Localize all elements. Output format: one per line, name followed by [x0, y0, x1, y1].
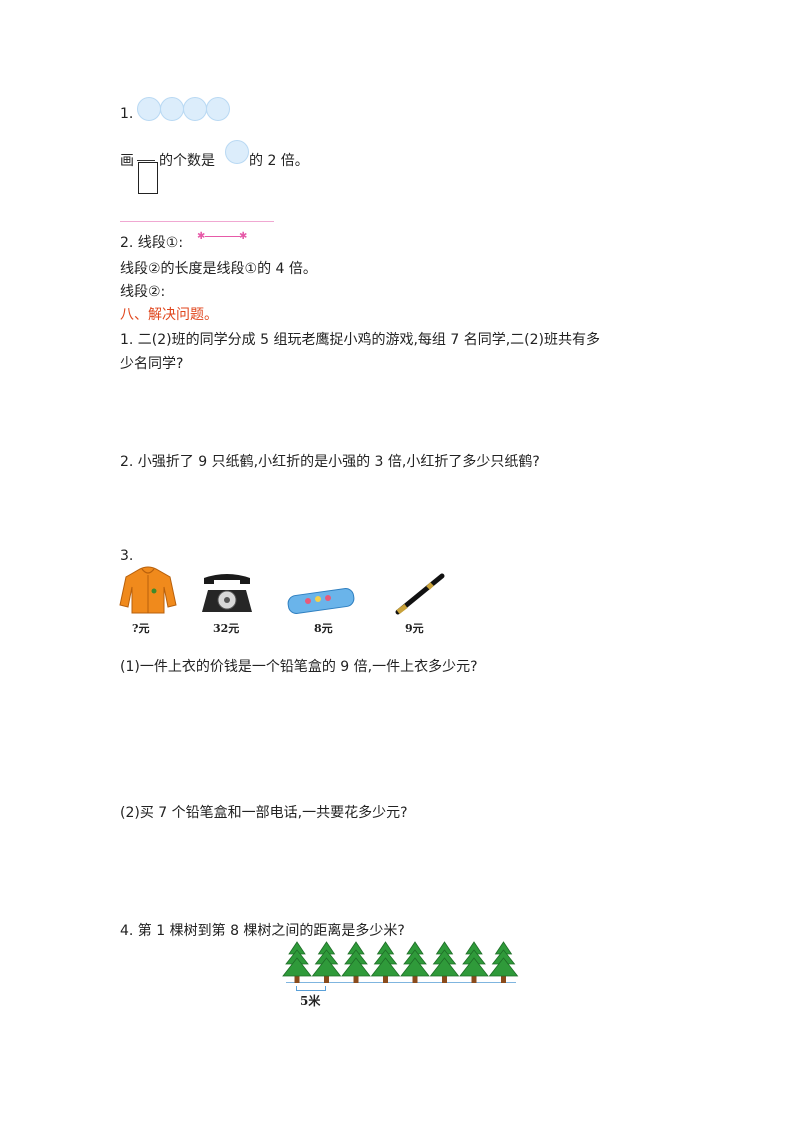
telephone-icon [198, 572, 256, 616]
tree-icon [400, 941, 430, 983]
segment-line [205, 236, 240, 237]
q2-line1-label: 2. 线段①: [120, 235, 184, 251]
tree-icon [282, 941, 312, 983]
jacket-icon [118, 565, 178, 615]
tree-icon [370, 941, 401, 983]
item-price: 9元 [405, 622, 424, 635]
distance-bracket [296, 986, 326, 991]
q1-number: 1. [120, 106, 134, 122]
problem-3-question-1: (1)一件上衣的价钱是一个铅笔盒的 9 倍,一件上衣多少元? [120, 659, 478, 675]
circle-icon [206, 97, 230, 121]
item-price: ?元 [132, 622, 150, 635]
star-icon: ✱ [197, 231, 206, 242]
tree-icon [341, 941, 371, 983]
trees [282, 941, 519, 983]
tree-icon [488, 941, 519, 983]
blank-line [137, 160, 155, 161]
q1-draw-middle: 的个数是 [159, 153, 215, 169]
pen-icon [392, 570, 446, 616]
circle-icon [183, 97, 207, 121]
item-price: 8元 [314, 622, 333, 635]
problem-2: 2. 小强折了 9 只纸鹤,小红折的是小强的 3 倍,小红折了多少只纸鹤? [120, 454, 540, 470]
problem-1-line2: 少名同学? [120, 356, 184, 372]
q2-line2-label: 线段②: [120, 284, 166, 300]
divider [120, 221, 274, 222]
item-price: 32元 [213, 622, 240, 635]
pencil-case-icon [286, 586, 356, 614]
section-title: 八、解决问题。 [120, 307, 218, 323]
tree-row: 5米 [282, 938, 522, 1008]
segment-1: ✱ ✱ [197, 231, 247, 245]
q1-draw-prefix: 画 [120, 153, 134, 169]
circle-icon [225, 140, 249, 164]
tree-icon [429, 941, 460, 983]
circle-icon [137, 97, 161, 121]
circle-icon [160, 97, 184, 121]
ground-line [286, 982, 516, 983]
distance-label: 5米 [300, 994, 321, 1008]
tree-icon [311, 941, 342, 983]
tree-icon [459, 941, 489, 983]
q2-line2-desc: 线段②的长度是线段①的 4 倍。 [120, 261, 317, 277]
problem-4: 4. 第 1 棵树到第 8 棵树之间的距离是多少米? [120, 923, 405, 939]
problem-1-line1: 1. 二(2)班的同学分成 5 组玩老鹰捉小鸡的游戏,每组 7 名同学,二(2)… [120, 332, 600, 348]
q1-draw-suffix: 的 2 倍。 [249, 153, 309, 169]
rectangle-icon [138, 162, 158, 194]
problem-3-question-2: (2)买 7 个铅笔盒和一部电话,一共要花多少元? [120, 805, 408, 821]
star-icon: ✱ [239, 231, 248, 242]
problem-3-number: 3. [120, 548, 134, 564]
